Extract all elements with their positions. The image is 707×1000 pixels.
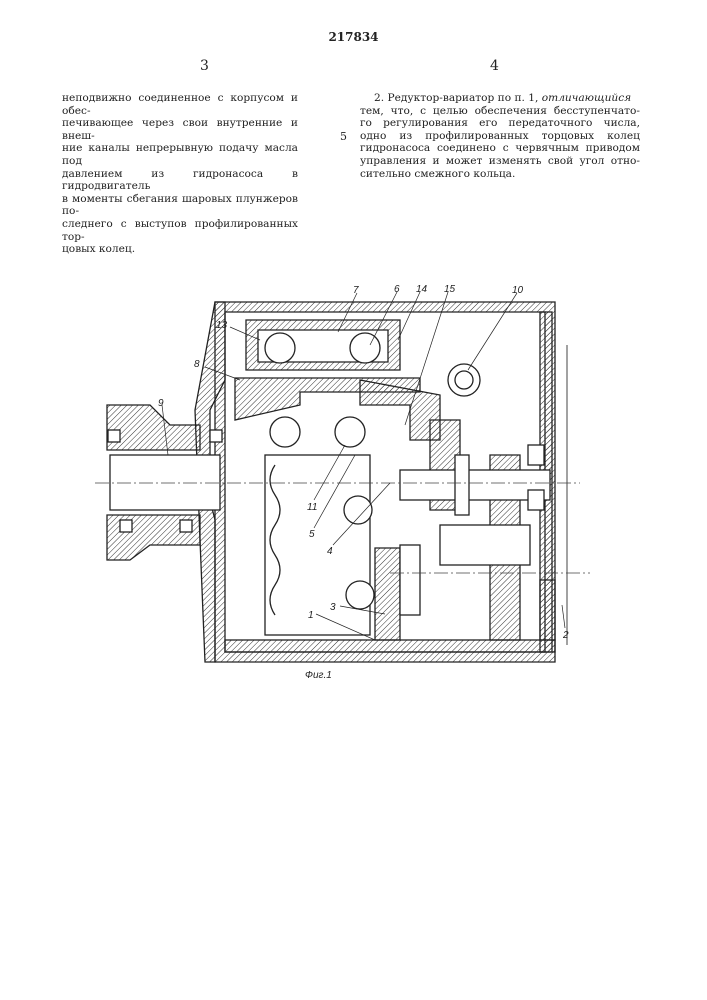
label-1: 1 bbox=[308, 610, 314, 621]
label-7: 7 bbox=[353, 285, 359, 296]
label-10: 10 bbox=[512, 285, 524, 296]
label-14: 14 bbox=[416, 284, 428, 295]
gear-hub bbox=[440, 525, 530, 565]
label-11: 11 bbox=[307, 502, 317, 513]
bearing bbox=[180, 520, 192, 532]
ball-plunger bbox=[270, 417, 300, 447]
bearing bbox=[528, 490, 544, 510]
bearing bbox=[528, 445, 544, 465]
label-9: 9 bbox=[158, 398, 164, 409]
label-4: 4 bbox=[327, 546, 333, 557]
ball-plunger bbox=[335, 417, 365, 447]
label-8: 8 bbox=[194, 359, 200, 370]
bearing bbox=[108, 430, 120, 442]
ball-plunger bbox=[265, 333, 295, 363]
bearing bbox=[210, 430, 222, 442]
ball-plunger bbox=[346, 581, 374, 609]
figure-caption: Фиг.1 bbox=[305, 670, 332, 681]
input-shaft bbox=[110, 455, 220, 510]
label-6: 6 bbox=[394, 284, 400, 295]
ball-plunger bbox=[350, 333, 380, 363]
label-13: 13 bbox=[216, 320, 228, 331]
ball-plunger bbox=[344, 496, 372, 524]
label-2: 2 bbox=[562, 630, 569, 641]
bearing bbox=[120, 520, 132, 532]
bearing bbox=[455, 455, 469, 515]
label-3: 3 bbox=[330, 602, 336, 613]
label-15: 15 bbox=[444, 284, 456, 295]
label-5: 5 bbox=[309, 529, 315, 540]
bearing bbox=[400, 545, 420, 615]
